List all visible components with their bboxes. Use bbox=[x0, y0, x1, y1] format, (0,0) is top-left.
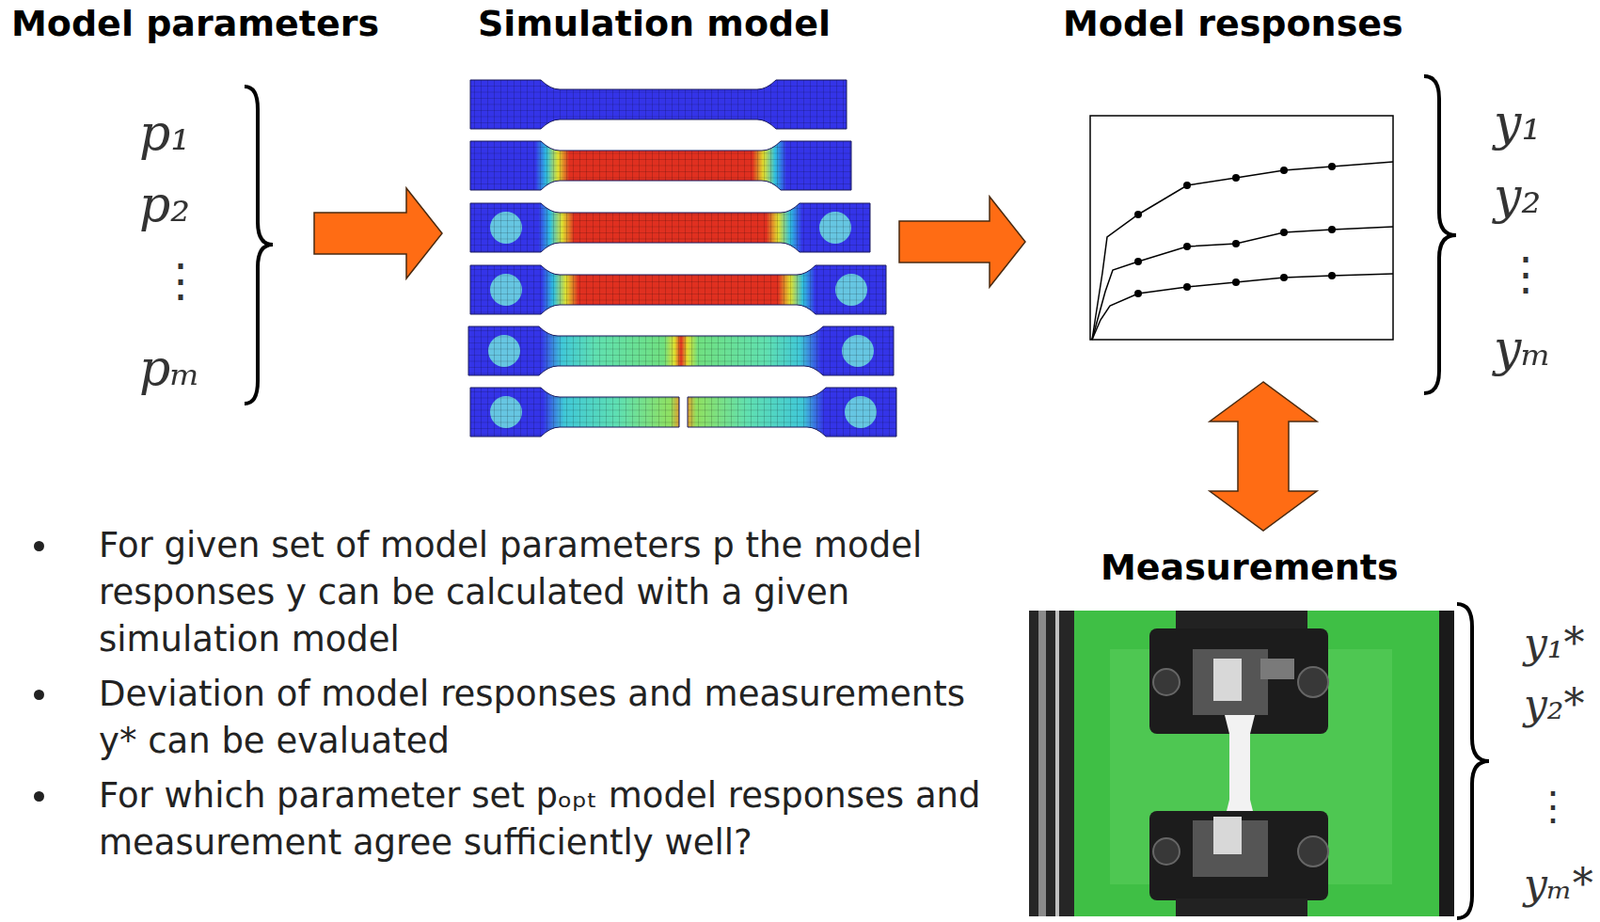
machine-column bbox=[1029, 610, 1075, 917]
curly-brace bbox=[244, 86, 273, 404]
data-points bbox=[1134, 162, 1336, 298]
data-point bbox=[1232, 174, 1240, 182]
block-arrow bbox=[1209, 381, 1317, 531]
response-curve bbox=[1092, 273, 1394, 340]
specimen-stage bbox=[468, 326, 894, 376]
grip-plate bbox=[1260, 658, 1295, 680]
photo-background bbox=[1029, 610, 1455, 917]
data-point bbox=[1328, 162, 1336, 171]
data-point bbox=[1183, 242, 1191, 251]
grip-knob bbox=[1153, 668, 1180, 696]
specimen-mesh bbox=[470, 387, 680, 437]
data-point bbox=[1280, 166, 1288, 175]
data-point bbox=[1280, 273, 1288, 282]
specimen-mesh bbox=[468, 326, 894, 376]
data-point bbox=[1232, 278, 1240, 286]
chart-frame bbox=[1090, 115, 1394, 340]
specimen-stage bbox=[470, 265, 887, 315]
response-chart bbox=[1090, 115, 1394, 340]
bullet-dot bbox=[33, 791, 45, 802]
specimen-stage bbox=[470, 141, 852, 191]
grip-knob bbox=[1153, 838, 1180, 865]
grip-clamp bbox=[1192, 649, 1268, 715]
measurement-symbol: y₁* bbox=[1523, 617, 1585, 670]
bullet-dot bbox=[33, 689, 45, 700]
data-point bbox=[1134, 257, 1142, 266]
bullet-item: Deviation of model responses and measure… bbox=[0, 670, 988, 765]
specimen-undeformed bbox=[470, 79, 847, 129]
specimen-stage bbox=[470, 203, 871, 253]
column-group: Model parametersp₁p₂⋮pₘ bbox=[7, 0, 307, 414]
data-point bbox=[1134, 210, 1142, 219]
grip-knob bbox=[1298, 666, 1329, 698]
section-heading: Simulation model bbox=[477, 1, 831, 46]
parameter-symbol: p₁ bbox=[139, 104, 191, 161]
response-symbol: yₘ bbox=[1493, 319, 1552, 377]
grip-knob bbox=[1298, 836, 1329, 867]
specimen-mesh bbox=[470, 203, 871, 253]
section-heading: Model responses bbox=[1062, 1, 1404, 46]
ellipsis: ⋮ bbox=[158, 252, 204, 309]
specimen-mesh bbox=[687, 387, 897, 437]
specimen-mesh bbox=[470, 265, 887, 315]
ellipsis: ⋮ bbox=[1503, 245, 1549, 302]
column-group: Measurements y₁* y₂* ⋮ yₘ* bbox=[1023, 538, 1600, 922]
data-point bbox=[1280, 228, 1288, 237]
fe-specimens bbox=[468, 79, 897, 437]
block-arrow bbox=[899, 196, 1026, 287]
test-photo bbox=[1029, 610, 1455, 917]
bullet-text: For which parameter set pₒₚₜ model respo… bbox=[98, 772, 988, 867]
tensile-specimen bbox=[1224, 714, 1255, 819]
crosshead bbox=[1175, 610, 1308, 632]
bullet-item: For given set of model parameters p the … bbox=[0, 522, 988, 664]
response-symbol: y₂ bbox=[1493, 167, 1541, 224]
block-arrow bbox=[314, 188, 443, 279]
measurement-symbol: yₘ* bbox=[1523, 857, 1594, 911]
column-group: Model responses y₁ y₂ ⋮ yₘ bbox=[1032, 0, 1593, 375]
specimen-broken bbox=[687, 387, 897, 437]
column-group: Simulation model bbox=[449, 0, 892, 443]
bullet-text: Deviation of model responses and measure… bbox=[98, 670, 988, 765]
data-point bbox=[1134, 289, 1142, 298]
parameter-symbol: pₘ bbox=[139, 339, 201, 397]
specimen-mesh bbox=[470, 79, 847, 129]
bullet-dot bbox=[33, 540, 45, 552]
specimen-broken bbox=[470, 387, 680, 437]
section-heading: Measurements bbox=[1100, 545, 1399, 589]
data-point bbox=[1328, 271, 1336, 280]
response-curve bbox=[1092, 161, 1394, 340]
measurement-symbol: y₂* bbox=[1523, 678, 1585, 731]
bullet-text: For given set of model parameters p the … bbox=[98, 522, 988, 664]
column-shine bbox=[1055, 610, 1060, 917]
bullet-item: For which parameter set pₒₚₜ model respo… bbox=[0, 772, 988, 867]
clamp-face bbox=[1213, 816, 1242, 855]
column-shine bbox=[1038, 610, 1046, 917]
data-point bbox=[1183, 181, 1191, 190]
section-heading: Model parameters bbox=[11, 1, 380, 46]
curly-brace bbox=[1457, 603, 1490, 919]
data-point bbox=[1232, 239, 1240, 248]
response-symbol: y₁ bbox=[1493, 94, 1541, 151]
photo-edge bbox=[1439, 610, 1455, 917]
parameter-symbol: p₂ bbox=[139, 175, 191, 233]
clamp-face bbox=[1213, 658, 1242, 701]
curly-brace bbox=[1424, 76, 1457, 394]
crosshead bbox=[1175, 898, 1308, 917]
specimen-mesh bbox=[470, 141, 852, 191]
lower-grip bbox=[1149, 810, 1329, 901]
data-point bbox=[1183, 283, 1191, 291]
ellipsis: ⋮ bbox=[1533, 779, 1573, 833]
response-curve bbox=[1092, 226, 1394, 340]
data-point bbox=[1328, 225, 1336, 234]
